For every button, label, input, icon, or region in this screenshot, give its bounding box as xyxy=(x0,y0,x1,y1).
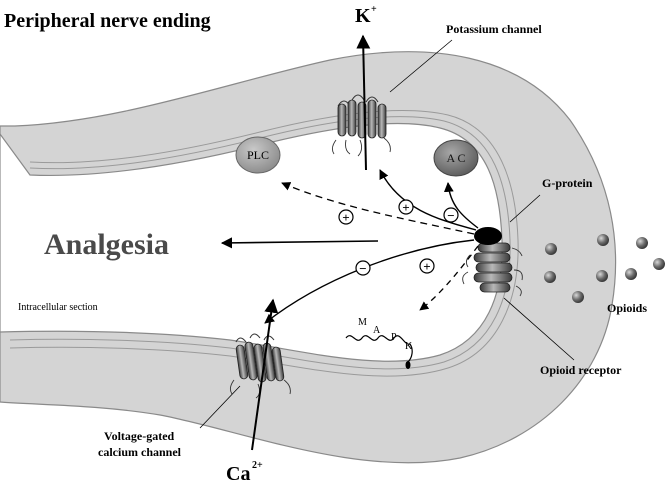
bilayer-line-top-2 xyxy=(9,109,519,377)
g-protein xyxy=(474,227,502,245)
mapk-letter-p: P xyxy=(391,332,397,343)
opioid-molecule xyxy=(625,268,637,280)
opioid-molecule xyxy=(544,271,556,283)
svg-text:−: − xyxy=(359,261,366,276)
potassium-channel-leader xyxy=(389,39,453,93)
calcium-channel-label-line1: Voltage-gated xyxy=(104,429,175,443)
svg-text:+: + xyxy=(402,200,409,215)
plc-effector: PLC xyxy=(235,136,281,174)
opioid-receptor-label: Opioid receptor xyxy=(540,363,622,377)
opioids-label: Opioids xyxy=(607,301,647,315)
calcium-channel-label-line2: calcium channel xyxy=(98,445,182,459)
potassium-channel-label: Potassium channel xyxy=(446,22,542,36)
diagram-title: Peripheral nerve ending xyxy=(4,10,211,32)
svg-text:+: + xyxy=(423,259,430,274)
mapk-kinase: M A P K xyxy=(345,317,413,369)
opioid-molecule xyxy=(636,237,648,249)
potassium-activation-arrow xyxy=(379,169,477,231)
ac-effector: A C xyxy=(433,139,479,177)
opioid-molecule xyxy=(653,258,665,270)
g-protein-label: G-protein xyxy=(542,176,593,190)
opioid-molecule xyxy=(597,234,609,246)
analgesia-arrow xyxy=(220,237,379,249)
mapk-letter-k: K xyxy=(405,341,413,352)
potassium-efflux-arrow xyxy=(356,34,371,171)
opioid-molecules xyxy=(544,234,665,303)
potassium-ion-charge: + xyxy=(371,4,377,15)
analgesia-label: Analgesia xyxy=(44,228,169,261)
opioid-molecule xyxy=(596,270,608,282)
mapk-sign: + xyxy=(419,258,435,274)
ac-label: A C xyxy=(446,151,465,165)
g-protein-leader xyxy=(509,194,541,223)
svg-text:+: + xyxy=(342,210,349,225)
plc-label: PLC xyxy=(247,148,269,162)
mapk-letter-m: M xyxy=(358,317,367,328)
plc-sign: + xyxy=(338,209,354,225)
plc-activation-arrow xyxy=(281,182,475,235)
opioid-receptor-leader xyxy=(503,297,575,361)
opioid-molecule xyxy=(572,291,584,303)
intracellular-section-label: Intracellular section xyxy=(18,302,98,313)
calcium-channel-leader xyxy=(199,385,241,429)
svg-text:−: − xyxy=(447,208,454,223)
potassium-ion-symbol: K xyxy=(355,5,371,27)
calcium-influx-arrow xyxy=(251,298,279,451)
potassium-sign: + xyxy=(398,199,414,215)
mapk-letter-a: A xyxy=(373,325,381,336)
ac-inhibition-arrow xyxy=(443,182,479,229)
calcium-sign: − xyxy=(355,260,371,276)
opioid-receptor xyxy=(462,242,523,297)
calcium-ion-charge: 2+ xyxy=(252,460,263,471)
calcium-ion-symbol: Ca xyxy=(226,463,250,485)
ac-sign: − xyxy=(443,207,459,223)
opioid-molecule xyxy=(545,243,557,255)
mapk-activation-arrow xyxy=(419,245,479,311)
